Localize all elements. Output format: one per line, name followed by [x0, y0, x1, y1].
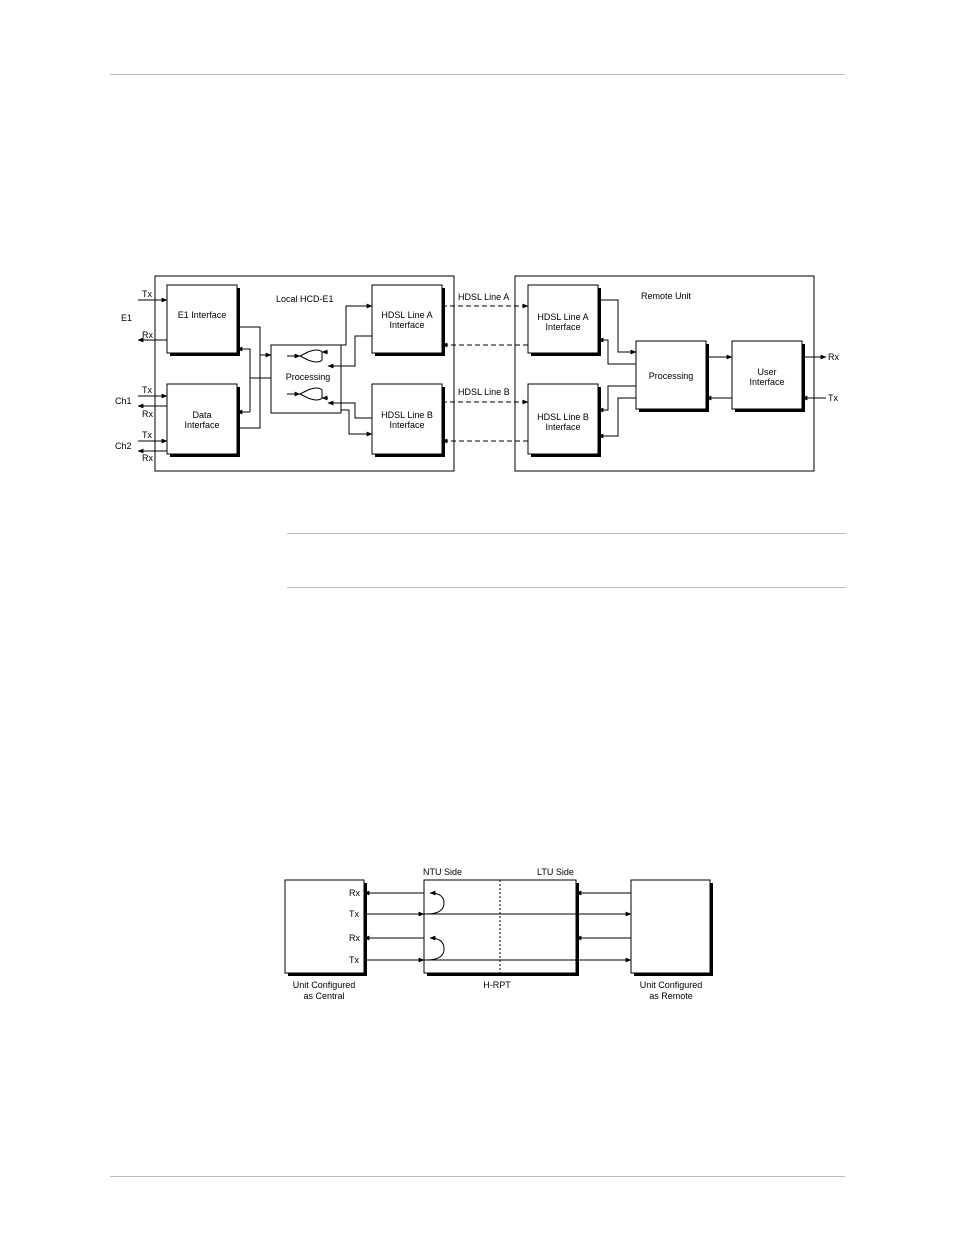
bottom-rule	[110, 1176, 845, 1177]
ch1-tx-label: Tx	[142, 385, 152, 395]
switch-symbol-lower	[287, 387, 328, 401]
e1-interface-box	[166, 284, 238, 354]
hdsl-b-local-box	[371, 383, 443, 455]
processing-remote-box	[635, 340, 707, 410]
ntu-side-label: NTU Side	[423, 867, 462, 877]
ch1-rx-label: Rx	[142, 409, 153, 419]
central-caption-1: Unit Configured	[293, 980, 356, 990]
ch2-tx-label: Tx	[142, 430, 152, 440]
remote-unit-box	[630, 879, 711, 974]
hdsl-b-remote-label-1: HDSL Line B	[537, 412, 589, 422]
user-interface-box	[731, 340, 803, 410]
processing-remote-label: Processing	[649, 371, 694, 381]
e1-rx-label: Rx	[142, 330, 153, 340]
central-rx2-label: Rx	[349, 933, 360, 943]
central-tx1-label: Tx	[349, 909, 359, 919]
hdsl-b-local-label-2: Interface	[389, 420, 424, 430]
hdsl-a-remote-label-2: Interface	[545, 322, 580, 332]
data-box-label-1: Data	[192, 410, 211, 420]
central-unit-box	[284, 879, 365, 974]
user-tx-label: Tx	[828, 393, 838, 403]
central-caption-2: as Central	[303, 991, 344, 1001]
remote-caption-1: Unit Configured	[640, 980, 703, 990]
e1-box-label: E1 Interface	[178, 310, 227, 320]
remote-title: Remote Unit	[641, 291, 692, 301]
port-ch1-label: Ch1	[115, 396, 132, 406]
ch2-rx-label: Rx	[142, 453, 153, 463]
note-rule-top	[287, 533, 846, 534]
port-ch2-label: Ch2	[115, 441, 132, 451]
hdsl-b-remote-label-2: Interface	[545, 422, 580, 432]
hdsl-a-local-label-1: HDSL Line A	[381, 310, 432, 320]
diagram2-labels: NTU Side LTU Side H-RPT Rx Tx Rx Tx Unit…	[293, 867, 703, 1001]
hdsl-b-local-label-1: HDSL Line B	[381, 410, 433, 420]
local-unit-frame	[154, 275, 455, 472]
hrpt-diagram	[284, 879, 713, 976]
data-interface-box	[166, 383, 238, 455]
processing-local-label: Processing	[286, 372, 331, 382]
switch-symbol-upper	[287, 349, 328, 363]
data-box-label-2: Interface	[184, 420, 219, 430]
central-rx1-label: Rx	[349, 888, 360, 898]
user-rx-label: Rx	[828, 352, 839, 362]
port-e1-label: E1	[121, 313, 132, 323]
line-a-label: HDSL Line A	[458, 292, 509, 302]
loopback-lower	[425, 935, 445, 961]
local-title: Local HCD-E1	[276, 294, 334, 304]
block-diagram-hcd-e1	[137, 275, 827, 472]
user-box-label-1: User	[757, 367, 776, 377]
diagram1-labels: Local HCD-E1 Remote Unit E1 Interface Da…	[115, 289, 839, 463]
loopback-upper	[425, 890, 445, 915]
ltu-side-label: LTU Side	[537, 867, 574, 877]
hdsl-a-local-box	[371, 284, 443, 354]
hrpt-label: H-RPT	[483, 980, 511, 990]
hdsl-a-remote-label-1: HDSL Line A	[537, 312, 588, 322]
hdsl-a-local-label-2: Interface	[389, 320, 424, 330]
hdsl-b-remote-box	[527, 383, 599, 455]
central-tx2-label: Tx	[349, 955, 359, 965]
line-b-label: HDSL Line B	[458, 387, 510, 397]
e1-tx-label: Tx	[142, 289, 152, 299]
remote-caption-2: as Remote	[649, 991, 693, 1001]
user-box-label-2: Interface	[749, 377, 784, 387]
hdsl-a-remote-box	[527, 284, 599, 354]
remote-unit-frame	[514, 275, 815, 472]
top-rule	[110, 74, 845, 75]
note-rule-bottom	[287, 587, 846, 588]
